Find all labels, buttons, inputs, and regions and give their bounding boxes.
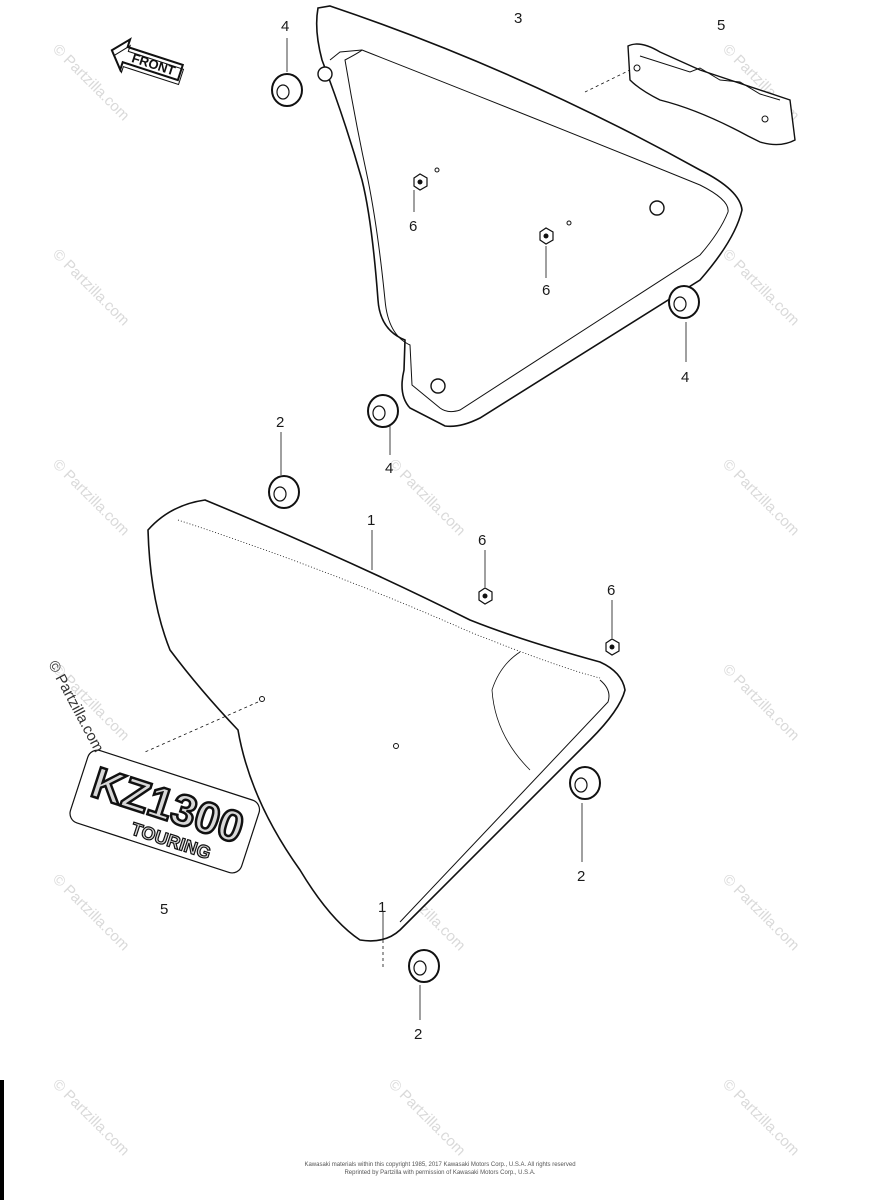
callout-3: 3: [514, 10, 522, 27]
left-edge-bar: [0, 1080, 4, 1200]
callout-5-top: 5: [717, 17, 725, 34]
callout-5-left: 5: [160, 901, 168, 918]
callout-4-right: 4: [681, 369, 689, 386]
grommet-part-2-right: [569, 766, 601, 800]
callout-6-lower-a: 6: [478, 532, 486, 549]
grommet-part-4-right: [668, 285, 700, 319]
kz1300-badge-part-5: KZ1300 TOURING: [69, 749, 261, 874]
grommet-part-2-bottom: [408, 949, 440, 983]
callout-4-top: 4: [281, 18, 289, 35]
inner-cover-part-3: [315, 5, 743, 428]
watermark-text: © Partzilla.com: [719, 246, 802, 329]
footer-copyright: Kawasaki materials within this copyright…: [304, 1162, 576, 1168]
nut-part-6-lower-b: [605, 638, 620, 656]
watermark-text: © Partzilla.com: [719, 456, 802, 539]
watermark-text: © Partzilla.com: [49, 456, 132, 539]
watermark-text: © Partzilla.com: [385, 456, 468, 539]
callouts: 4 3 5 6 6 4 4 2 1 6 6 2 5 1 2: [160, 10, 725, 1043]
callout-1-bottom: 1: [378, 899, 386, 916]
grommet-part-2-top: [268, 475, 300, 509]
grommet-part-4-bottom: [367, 394, 399, 428]
leader-lines: [144, 38, 687, 1020]
watermark-text: © Partzilla.com: [719, 1076, 802, 1159]
callout-6-upper-mid: 6: [542, 282, 550, 299]
callout-6-upper-left: 6: [409, 218, 417, 235]
watermark-text: © Partzilla.com: [719, 871, 802, 954]
side-cover-part-1: [147, 499, 626, 942]
watermark-text: © Partzilla.com: [719, 661, 802, 744]
front-arrow: FRONT: [110, 37, 185, 86]
watermark-text: © Partzilla.com: [49, 1076, 132, 1159]
watermark-text: © Partzilla.com: [385, 1076, 468, 1159]
callout-2-top: 2: [276, 414, 284, 431]
watermark-text: © Partzilla.com: [49, 871, 132, 954]
grommet-part-4-top: [271, 73, 303, 107]
nut-part-6-upper-mid: [539, 227, 554, 245]
watermark-text: © Partzilla.com: [49, 246, 132, 329]
nut-part-6-upper-left: [413, 173, 428, 191]
footer-reprint: Reprinted by Partzilla with permission o…: [344, 1170, 536, 1176]
nut-part-6-lower-a: [478, 587, 493, 605]
callout-1-top: 1: [367, 512, 375, 529]
bracket-part-5: [627, 43, 796, 146]
callout-2-bottom: 2: [414, 1026, 422, 1043]
callout-2-right: 2: [577, 868, 585, 885]
callout-6-lower-b: 6: [607, 582, 615, 599]
callout-4-bottom: 4: [385, 460, 393, 477]
